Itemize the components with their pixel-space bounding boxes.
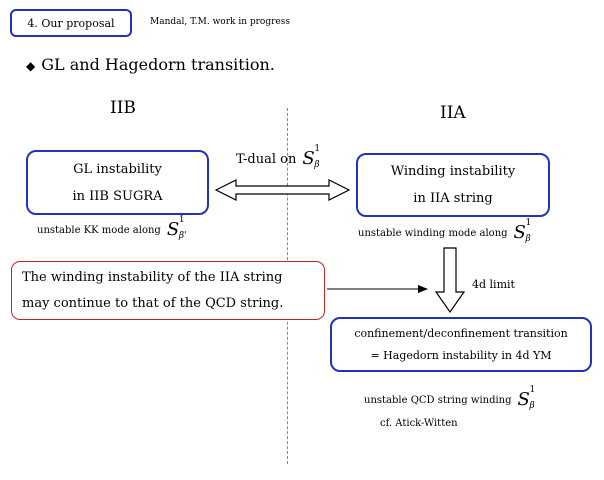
slide-heading: ◆ GL and Hagedorn transition. <box>26 55 275 74</box>
qcd-winding-text: unstable QCD string winding <box>364 394 512 406</box>
gl-instability-box: GL instability in IIB SUGRA <box>26 150 209 215</box>
winding-box-line1: Winding instability <box>390 164 516 179</box>
gl-box-line1: GL instability <box>73 161 162 177</box>
proposal-line2: may continue to that of the QCD string. <box>22 295 284 311</box>
winding-box-line2: in IIA string <box>413 191 493 206</box>
iib-mode-text: unstable KK mode along <box>37 224 161 236</box>
section-tag: 4. Our proposal <box>10 9 132 37</box>
winding-instability-box: Winding instability in IIA string <box>356 153 550 217</box>
double-arrow <box>214 179 351 201</box>
confinement-box: confinement/deconfinement transition = H… <box>330 317 592 372</box>
down-arrow <box>434 247 466 314</box>
slide-title: GL and Hagedorn transition. <box>41 55 275 74</box>
confinement-line1: confinement/deconfinement transition <box>354 326 568 340</box>
limit-label: 4d limit <box>472 278 515 291</box>
diamond-bullet-icon: ◆ <box>26 59 36 73</box>
author-note: Mandal, T.M. work in progress <box>150 17 290 27</box>
column-label-iia: IIA <box>440 103 466 123</box>
right-arrow <box>327 285 428 293</box>
iia-mode-text: unstable winding mode along <box>358 227 508 239</box>
t-dual-text: T-dual on <box>236 151 297 167</box>
column-label-iib: IIB <box>110 98 136 118</box>
confinement-line2: = Hagedorn instability in 4d YM <box>370 348 552 362</box>
proposal-line1: The winding instability of the IIA strin… <box>22 269 283 285</box>
section-tag-label: 4. Our proposal <box>27 16 115 30</box>
gl-box-line2: in IIB SUGRA <box>72 188 163 204</box>
reference-note: cf. Atick-Witten <box>380 418 458 429</box>
proposal-box: The winding instability of the IIA strin… <box>11 261 325 320</box>
